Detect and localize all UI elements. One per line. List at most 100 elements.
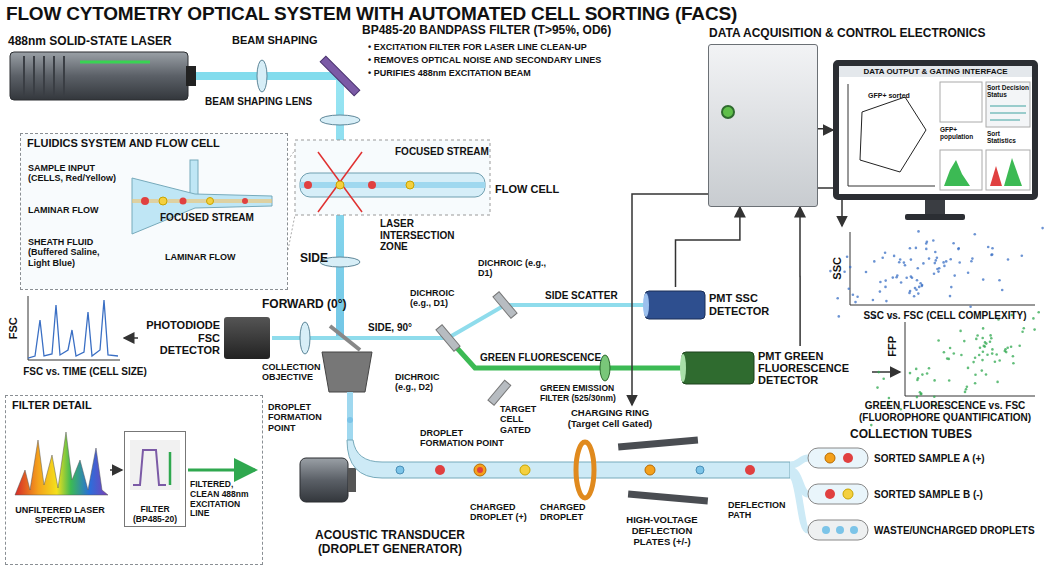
scatter-dot [843,271,846,274]
scatter-dot [926,372,929,375]
scatter-dot [877,371,880,374]
art-shape [493,292,517,319]
scatter-dot [915,247,918,250]
detector: PHOTODIODE FSC DETECTOR [136,314,272,362]
scatter-dot [995,353,998,356]
art-shape [682,352,754,384]
scatter-dot [919,282,922,285]
scatter-dot [998,359,1001,362]
art-shape [132,199,272,203]
scatter-dot [879,281,882,284]
art-shape [336,181,344,189]
scatter-dot [981,337,984,340]
art-shape [130,440,180,490]
scatter-dot [838,315,841,318]
scatter-dot [899,258,902,261]
text-label: FSC vs. TIME (CELL SIZE) [20,366,150,378]
node-label: DATA OUTPUT & GATING INTERFACE [839,66,1032,77]
art-shape [80,61,150,64]
scatter-dot [981,369,984,372]
scatter-dot [925,248,928,251]
art-shape [905,214,965,220]
art-shape [169,452,172,485]
art-shape [825,453,835,463]
scatter-dot [1004,350,1007,353]
scatter-dot [960,354,963,357]
scatter-dot [989,334,992,337]
art-shape [190,160,198,196]
scatter-dot [916,396,919,399]
scatter-dot [971,257,974,260]
text-label: FOCUSED STREAM [160,212,254,224]
text-label: • PURIFIES 488nm EXCITATION BEAM [368,68,531,78]
scatter-dot [849,266,852,269]
scatter-dot [976,334,979,337]
scatter-dot [953,274,956,277]
scatter-dot [935,259,938,262]
scatter-dot [928,257,931,260]
art-shape [196,72,342,80]
text-label: • REMOVES OPTICAL NOISE AND SECONDARY LI… [368,55,601,65]
art-shape [318,152,362,212]
text-label: UNFILTERED LASER SPECTRUM [10,505,110,526]
art-shape [159,197,167,205]
scatter-dot [966,385,969,388]
scatter-dot [959,330,962,333]
art-shape [850,526,858,534]
scatter-dot [870,424,873,427]
art-shape [905,322,1035,396]
art-shape [207,198,214,205]
node-label: 488nm SOLID-STATE LASER [8,34,198,48]
scatter-dot [917,267,920,270]
art-shape [808,484,868,504]
art-shape [435,465,445,475]
node-label: FILTER DETAIL [6,396,262,414]
collection-tube: SORTED SAMPLE B (-) [808,482,1040,506]
scatter-dot [1010,345,1013,348]
scatter-dot [991,253,994,256]
text-label: DEFLECTION PATH [728,500,790,521]
text-label: SAMPLE INPUT (CELLS, Red/Yellow) [28,163,128,184]
scatter-dot [987,246,990,249]
scatter-dot [1012,355,1015,358]
art-shape [10,52,188,100]
text-label: FILTERED, CLEAN 488nm EXCITATION LINE [190,480,260,519]
scatter-dot [910,258,913,261]
scatter-dot [884,252,887,255]
scatter-dot [1021,330,1024,333]
text-label: GREEN EMISSION FILTER (525/30nm) [540,384,626,404]
scatter-dot [949,295,952,298]
text-label: DROPLET FORMATION POINT [420,428,504,449]
art-shape [872,371,900,373]
scatter-dot [998,279,1001,282]
art-shape [808,520,868,540]
text-label: LAMINAR FLOW [28,205,98,215]
signal-wire [818,129,833,130]
art-shape [300,322,310,354]
node-label: DATA ACQUISITION & CONTROL ELECTRONICS [709,26,985,40]
art-shape [320,115,360,125]
text-label: COLLECTION TUBES [850,428,972,442]
scatter-dot [943,265,946,268]
text-label: SIDE SCATTER [545,290,618,302]
text-label: FLOW CELL [495,183,559,196]
scatter-dot [946,357,949,360]
art-shape [141,197,149,205]
scatter-dot [984,345,987,348]
scatter-dot [852,294,855,297]
scatter-dot [979,347,982,350]
text-label: CHARGED DROPLET [540,502,595,523]
text-label: SHEATH FLUID (Buffered Saline, Light Blu… [28,237,123,268]
art-shape [320,56,360,96]
art-shape [790,458,808,465]
text-label: GREEN FLUORESCENCE vs. FSC (FLUOROPHORE … [850,400,1040,423]
art-shape [295,140,490,215]
scatter-dot [1018,344,1021,347]
scatter-dot [949,258,952,261]
scatter-dot [972,361,975,364]
scatter-dot [908,292,911,295]
laser-body [10,52,196,100]
optics [124,188,900,405]
scatter-dot [846,255,849,258]
art-shape [628,491,708,505]
